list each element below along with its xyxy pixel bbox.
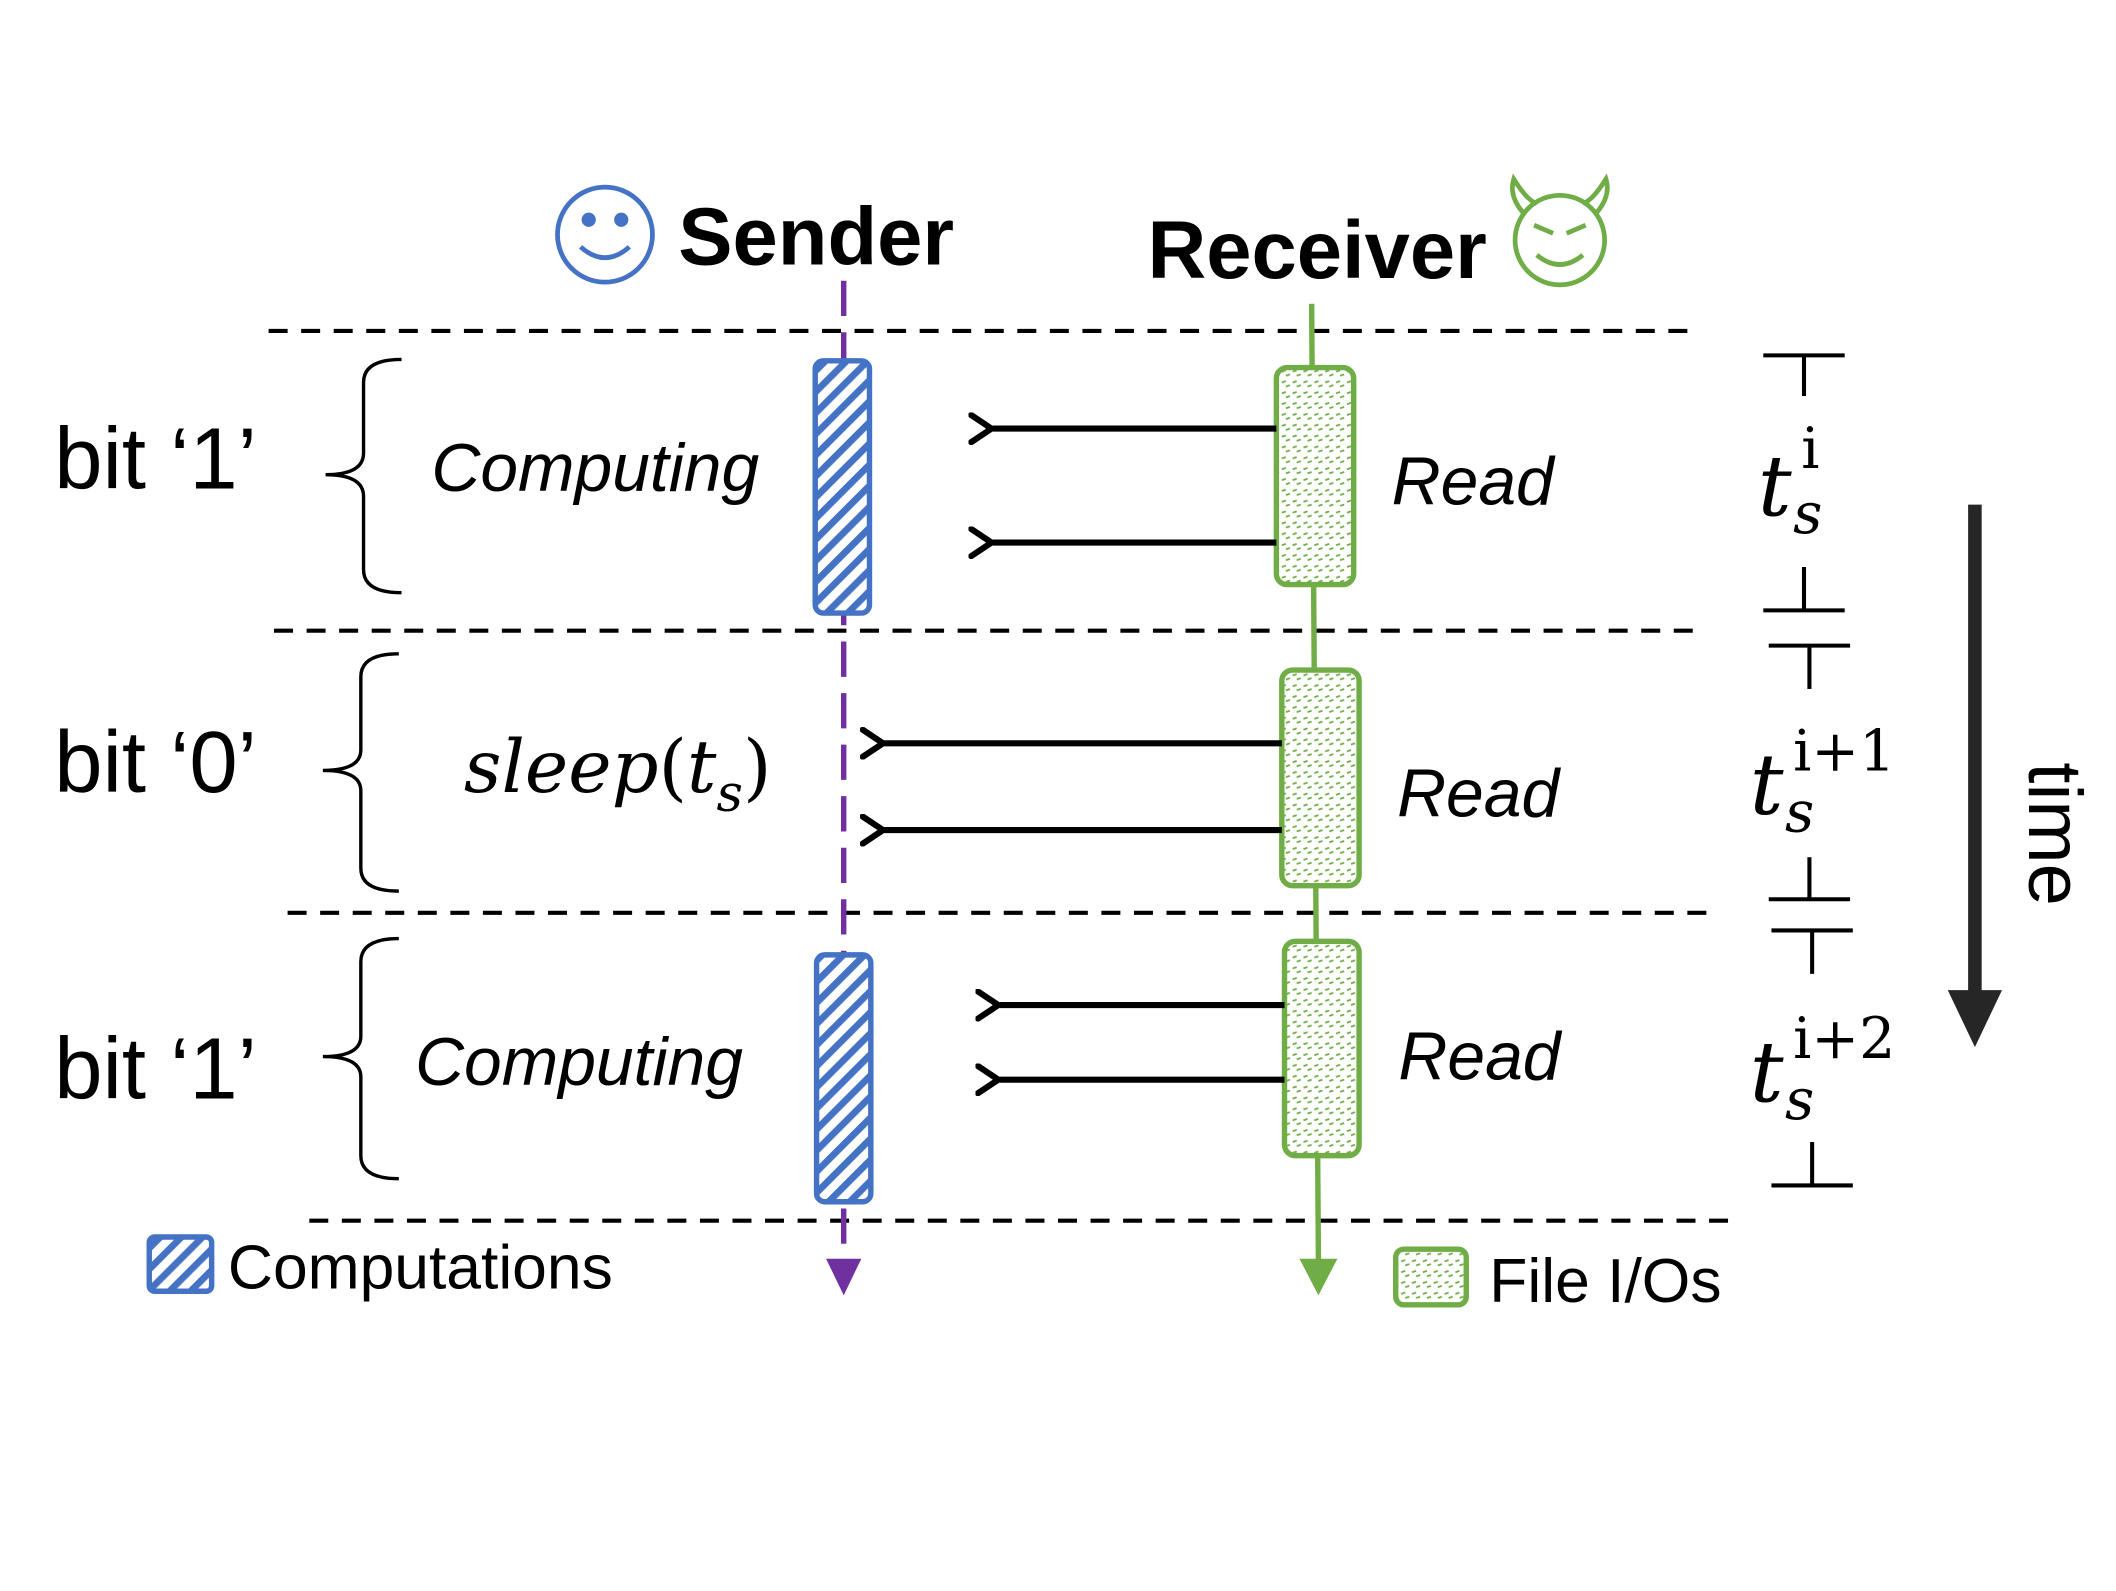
period-base: t: [1750, 1023, 1784, 1121]
period-label-2: t s i+1: [1750, 718, 1896, 845]
read-label: Read: [1392, 445, 1556, 520]
receiver-timeline-arrowhead: [1299, 1258, 1338, 1296]
bit-label: bit ‘1’: [54, 410, 257, 507]
read-label: Read: [1398, 1020, 1562, 1095]
devil-face-icon: [1510, 173, 1610, 288]
sleep-arg: t: [687, 725, 717, 810]
bit-label: bit ‘0’: [54, 714, 257, 811]
sleep-close-paren: ): [743, 725, 772, 810]
legend-hatch-swatch: [146, 1234, 215, 1294]
computation-block-3: [813, 952, 874, 1205]
legend-file-ios-label: File I/Os: [1489, 1247, 1721, 1316]
time-label: time: [2012, 762, 2097, 905]
period-sub: s: [1785, 779, 1814, 845]
probe-arrows: [884, 429, 1285, 1080]
sleep-label: sleep(ts): [464, 725, 772, 824]
receiver-label: Receiver: [1148, 205, 1487, 296]
sleep-open-paren: (: [658, 725, 687, 810]
action-label: Computing: [415, 1025, 743, 1100]
bit-braces: [322, 357, 402, 1181]
period-sub: s: [1793, 481, 1822, 547]
period-sub: s: [1785, 1067, 1814, 1133]
legend-dots-swatch: [1393, 1246, 1469, 1308]
file-io-block-2: [1279, 667, 1362, 889]
period-label-3: t s i+2: [1750, 1006, 1896, 1133]
legend-computations: Computations: [146, 1234, 613, 1303]
sender-timeline-arrowhead: [826, 1258, 862, 1296]
read-label: Read: [1397, 757, 1561, 832]
time-arrow: [1947, 504, 2003, 1048]
period-brackets: [1763, 353, 1853, 1188]
period-sup: i+1: [1793, 718, 1895, 784]
period-base: t: [1758, 437, 1792, 535]
bit-label: bit ‘1’: [54, 1021, 257, 1118]
file-io-block-1: [1273, 364, 1357, 588]
sleep-arg-sub: s: [717, 764, 743, 824]
brace-3: [322, 936, 399, 1181]
action-label: Computing: [431, 431, 759, 506]
period-label-1: t s i: [1758, 416, 1822, 547]
legend-file-ios: File I/Os: [1393, 1246, 1722, 1316]
file-io-block-3: [1281, 938, 1362, 1159]
period-base: t: [1750, 736, 1784, 834]
row-separators: [268, 328, 1739, 1223]
sender-face-icon: [555, 184, 655, 285]
brace-1: [325, 357, 402, 595]
computation-block-1: [812, 358, 873, 616]
period-sup: i: [1801, 416, 1819, 482]
sleep-function: sleep: [464, 725, 659, 810]
period-sup: i+2: [1793, 1006, 1895, 1072]
legend-computations-label: Computations: [228, 1234, 613, 1303]
brace-2: [322, 652, 399, 893]
sender-label: Sender: [678, 191, 954, 282]
